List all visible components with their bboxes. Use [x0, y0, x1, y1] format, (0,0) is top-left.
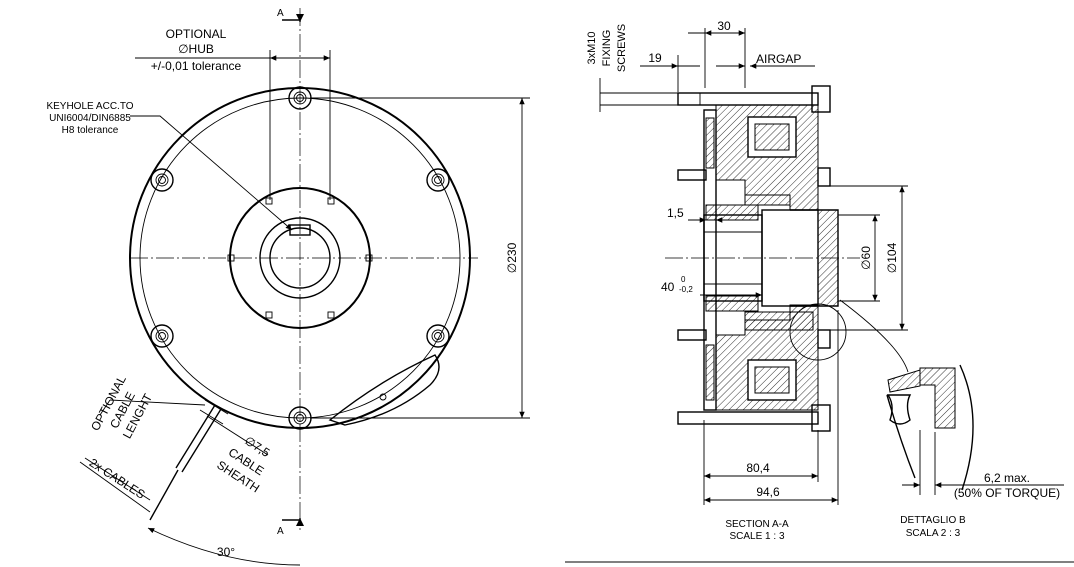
keyhole-note-line1: KEYHOLE ACC.TO: [46, 101, 133, 112]
section-caption-line2: SCALE 1 : 3: [729, 531, 784, 542]
detail-caption-line2: SCALA 2 : 3: [906, 528, 961, 539]
friction-lining: [705, 344, 715, 401]
detail-caption-line1: DETTAGLIO B: [900, 515, 966, 526]
detail-flange-section: [919, 367, 956, 429]
cable: [149, 399, 229, 521]
outer-flange-circle: [129, 87, 471, 429]
screws-note-line2: FIXING: [601, 30, 613, 67]
spring: [744, 311, 814, 331]
hub-tab: [265, 197, 273, 205]
hub-flange-bottom: [705, 295, 759, 312]
cables-underline: [79, 461, 151, 513]
bore-circle: [269, 227, 331, 289]
cap-screw: [817, 329, 831, 349]
screws-note-line1: 3xM10: [586, 31, 598, 64]
friction-lining: [705, 117, 715, 169]
hub-tab: [327, 311, 335, 319]
dia230-label: ∅230: [505, 242, 519, 273]
section-mark-top: A: [277, 8, 284, 19]
airgap-label: AIRGAP: [756, 52, 801, 66]
torque-note: (50% OF TORQUE): [954, 486, 1060, 500]
detail-link-line: [839, 299, 909, 373]
cable-length-dim: [84, 457, 151, 501]
front-view: A A OPTIONAL ∅HUB: [46, 8, 530, 566]
hub-note-line2: ∅HUB: [178, 42, 214, 56]
detail-view: 6,2 max. (50% OF TORQUE) DETTAGLIO B SCA…: [839, 299, 1064, 539]
angle-label: 30°: [217, 545, 235, 559]
dim40-tol-upper: 0: [681, 275, 686, 284]
outlet-hole: [379, 393, 387, 401]
hub-circle: [229, 187, 371, 329]
detail-cut-outline: [959, 364, 974, 491]
hub-note-line1: OPTIONAL: [166, 27, 227, 41]
spring-top: [744, 194, 791, 206]
cable-length-ext: [109, 399, 206, 406]
dim19-label: 19: [648, 51, 662, 65]
cap-screw: [817, 167, 831, 187]
hub-tab: [365, 254, 373, 262]
detail-cut-outline-left: [886, 394, 916, 479]
pin: [677, 169, 707, 181]
coil-winding-bottom: [754, 366, 790, 394]
cable-length-ext: [99, 399, 111, 416]
hub-tab: [265, 311, 273, 319]
section-arrow-top: [282, 19, 301, 22]
dim80-label: 80,4: [746, 461, 770, 475]
angle-arc: [147, 527, 301, 566]
coil-winding-top: [754, 123, 790, 151]
dia60-label: ∅60: [859, 246, 873, 270]
cable-outlet-bulge: [328, 354, 440, 426]
sheath-leader: [206, 415, 269, 456]
hub-note-line3: +/-0,01 tolerance: [151, 59, 242, 73]
max-note: 6,2 max.: [984, 471, 1030, 485]
dim1-5-label: 1,5: [667, 206, 684, 220]
bore-circle-outer: [259, 217, 341, 299]
detail-seal: [886, 394, 912, 425]
dim40-label: 40: [661, 280, 675, 294]
section-arrow-bottom: [282, 518, 301, 521]
section-view: 30 19 AIRGAP 3xM10 FIXING SCREWS 1,5 40 …: [586, 19, 908, 542]
hub-tab: [227, 254, 235, 262]
keyway: [289, 224, 311, 236]
dia104-label: ∅104: [885, 242, 899, 273]
section-mark-bottom: A: [277, 526, 284, 537]
dim40-tol-lower: -0,2: [679, 285, 693, 294]
detail-b-circle: [789, 303, 847, 361]
fixing-screw-bottom: [677, 404, 831, 432]
dim94-label: 94,6: [756, 485, 780, 499]
dim30-label: 30: [717, 19, 731, 33]
cables-note: 2x CABLES: [87, 456, 148, 502]
flange-ring-section: [817, 209, 839, 307]
screws-note-line3: SCREWS: [616, 24, 628, 72]
keyhole-leader: [130, 115, 293, 231]
detail-spring-section: [887, 369, 921, 393]
section-caption-line1: SECTION A-A: [725, 519, 789, 530]
hub-tab: [327, 197, 335, 205]
keyhole-note-line2: UNI6004/DIN6885: [49, 113, 131, 124]
pin: [677, 329, 707, 341]
outer-inner-circle: [139, 97, 461, 419]
keyhole-note-line3: H8 tolerance: [62, 125, 119, 136]
hub-flange-top: [705, 204, 759, 221]
